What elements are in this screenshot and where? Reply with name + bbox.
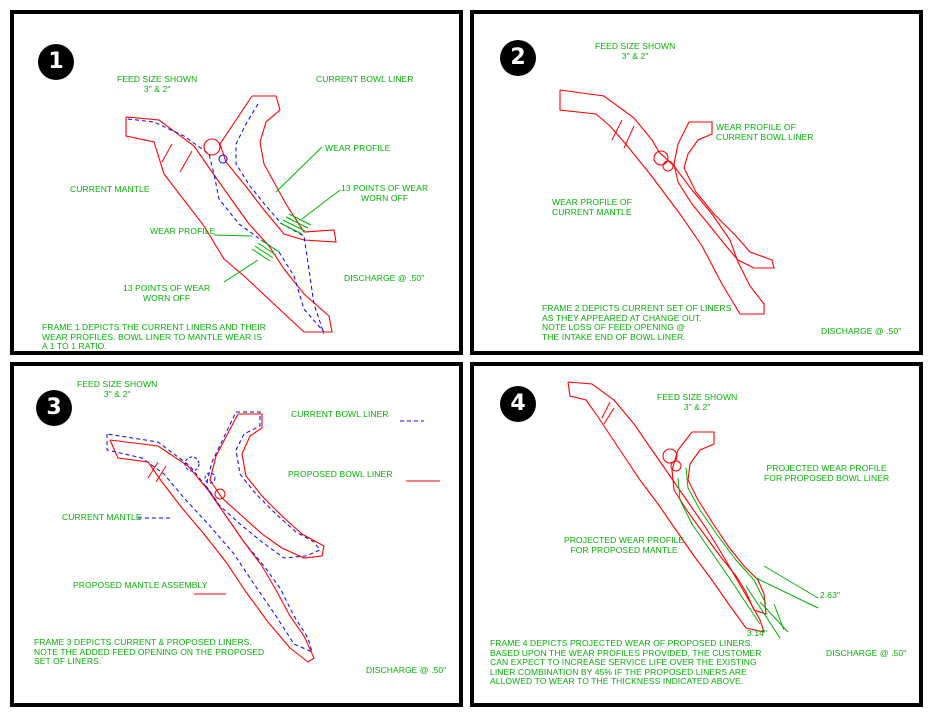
frame-number-badge: 4 [500,386,536,422]
frame-1-drawing [125,95,341,335]
feed-size-label: FEED SIZE SHOWN 3" & 2" [657,392,738,412]
frame-description: FRAME 2 DEPICTS CURRENT SET OF LINERS AS… [542,303,732,342]
points-of-wear-lower-label: 13 POINTS OF WEAR WORN OFF [123,283,211,303]
mantle-wear-profile-label: WEAR PROFILE OF CURRENT MANTLE [552,197,632,217]
frame-number-badge: 3 [36,390,72,426]
proposed-bowl-liner-label: PROPOSED BOWL LINER [288,469,393,479]
proposed-mantle-label: PROPOSED MANTLE ASSEMBLY [73,580,208,590]
proposed-bowl-liner-outline [209,413,325,559]
frame-3-drawing [106,411,440,663]
current-mantle-outline [106,433,313,653]
current-bowl-liner-label: CURRENT BOWL LINER [291,409,389,419]
frame-2: 2 FEED SIZE SHOWN 3" & 2" WEAR PROFILE O… [470,10,923,355]
proposed-mantle-outline [109,439,315,663]
current-mantle-outline [125,116,333,333]
projected-bowl-label: PROJECTED WEAR PROFILE FOR PROPOSED BOWL… [764,463,890,483]
frame-description: FRAME 4 DEPICTS PROJECTED WEAR OF PROPOS… [490,638,762,686]
discharge-label: DISCHARGE @ .50" [344,273,425,283]
bowl-wear-profile-label: WEAR PROFILE OF CURRENT BOWL LINER [716,122,814,142]
discharge-label: DISCHARGE @ .50" [826,648,907,658]
dimension-lower-label: 3.14" [747,628,768,638]
frame-1: 1 FEED SIZE SHOWN 3" & 2" CURRENT BOWL L… [10,10,463,355]
frame-description: FRAME 3 DEPICTS CURRENT & PROPOSED LINER… [34,637,265,666]
projected-wear-mantle [677,477,761,625]
frame-2-drawing [559,89,775,315]
current-bowl-liner-outline [219,95,337,243]
feed-size-label: FEED SIZE SHOWN 3" & 2" [117,74,198,94]
mantle-worn-outline [559,89,765,315]
proposed-mantle-outline [567,381,765,633]
projected-wear-bowl [685,467,767,605]
frame-number-badge: 1 [38,44,74,80]
wear-profile-lower-label: WEAR PROFILE [150,226,216,236]
proposed-bowl-liner-outline [671,431,767,615]
discharge-label: DISCHARGE @ .50" [366,665,447,675]
dimension-lines [745,565,819,639]
points-of-wear-upper-label: 13 POINTS OF WEAR WORN OFF [341,183,429,203]
feed-size-label: FEED SIZE SHOWN 3" & 2" [595,41,676,61]
frame-4: 4 FEED SIZE SHOWN 3" & 2" PROJECTED WEAR… [470,362,923,707]
feed-size-label: FEED SIZE SHOWN 3" & 2" [77,379,158,399]
current-bowl-liner-outline [205,411,321,559]
bowl-liner-worn-outline [673,121,775,269]
frame-4-drawing [567,381,819,639]
discharge-label: DISCHARGE @ .50" [821,326,902,336]
frame-3: 3 FEED SIZE SHOWN 3" & 2" CURRENT BOWL L… [10,362,463,707]
frame-number-badge: 2 [500,40,536,76]
projected-mantle-label: PROJECTED WEAR PROFILE FOR PROPOSED MANT… [564,535,685,555]
current-bowl-liner-label: CURRENT BOWL LINER [316,74,414,84]
wear-profile-upper-label: WEAR PROFILE [325,143,391,153]
current-mantle-label: CURRENT MANTLE [70,184,150,194]
wear-marks [251,213,312,262]
dimension-upper-label: 2.63" [820,590,841,600]
current-mantle-label: CURRENT MANTLE [62,512,142,522]
frame-description: FRAME 1 DEPICTS THE CURRENT LINERS AND T… [42,322,267,351]
